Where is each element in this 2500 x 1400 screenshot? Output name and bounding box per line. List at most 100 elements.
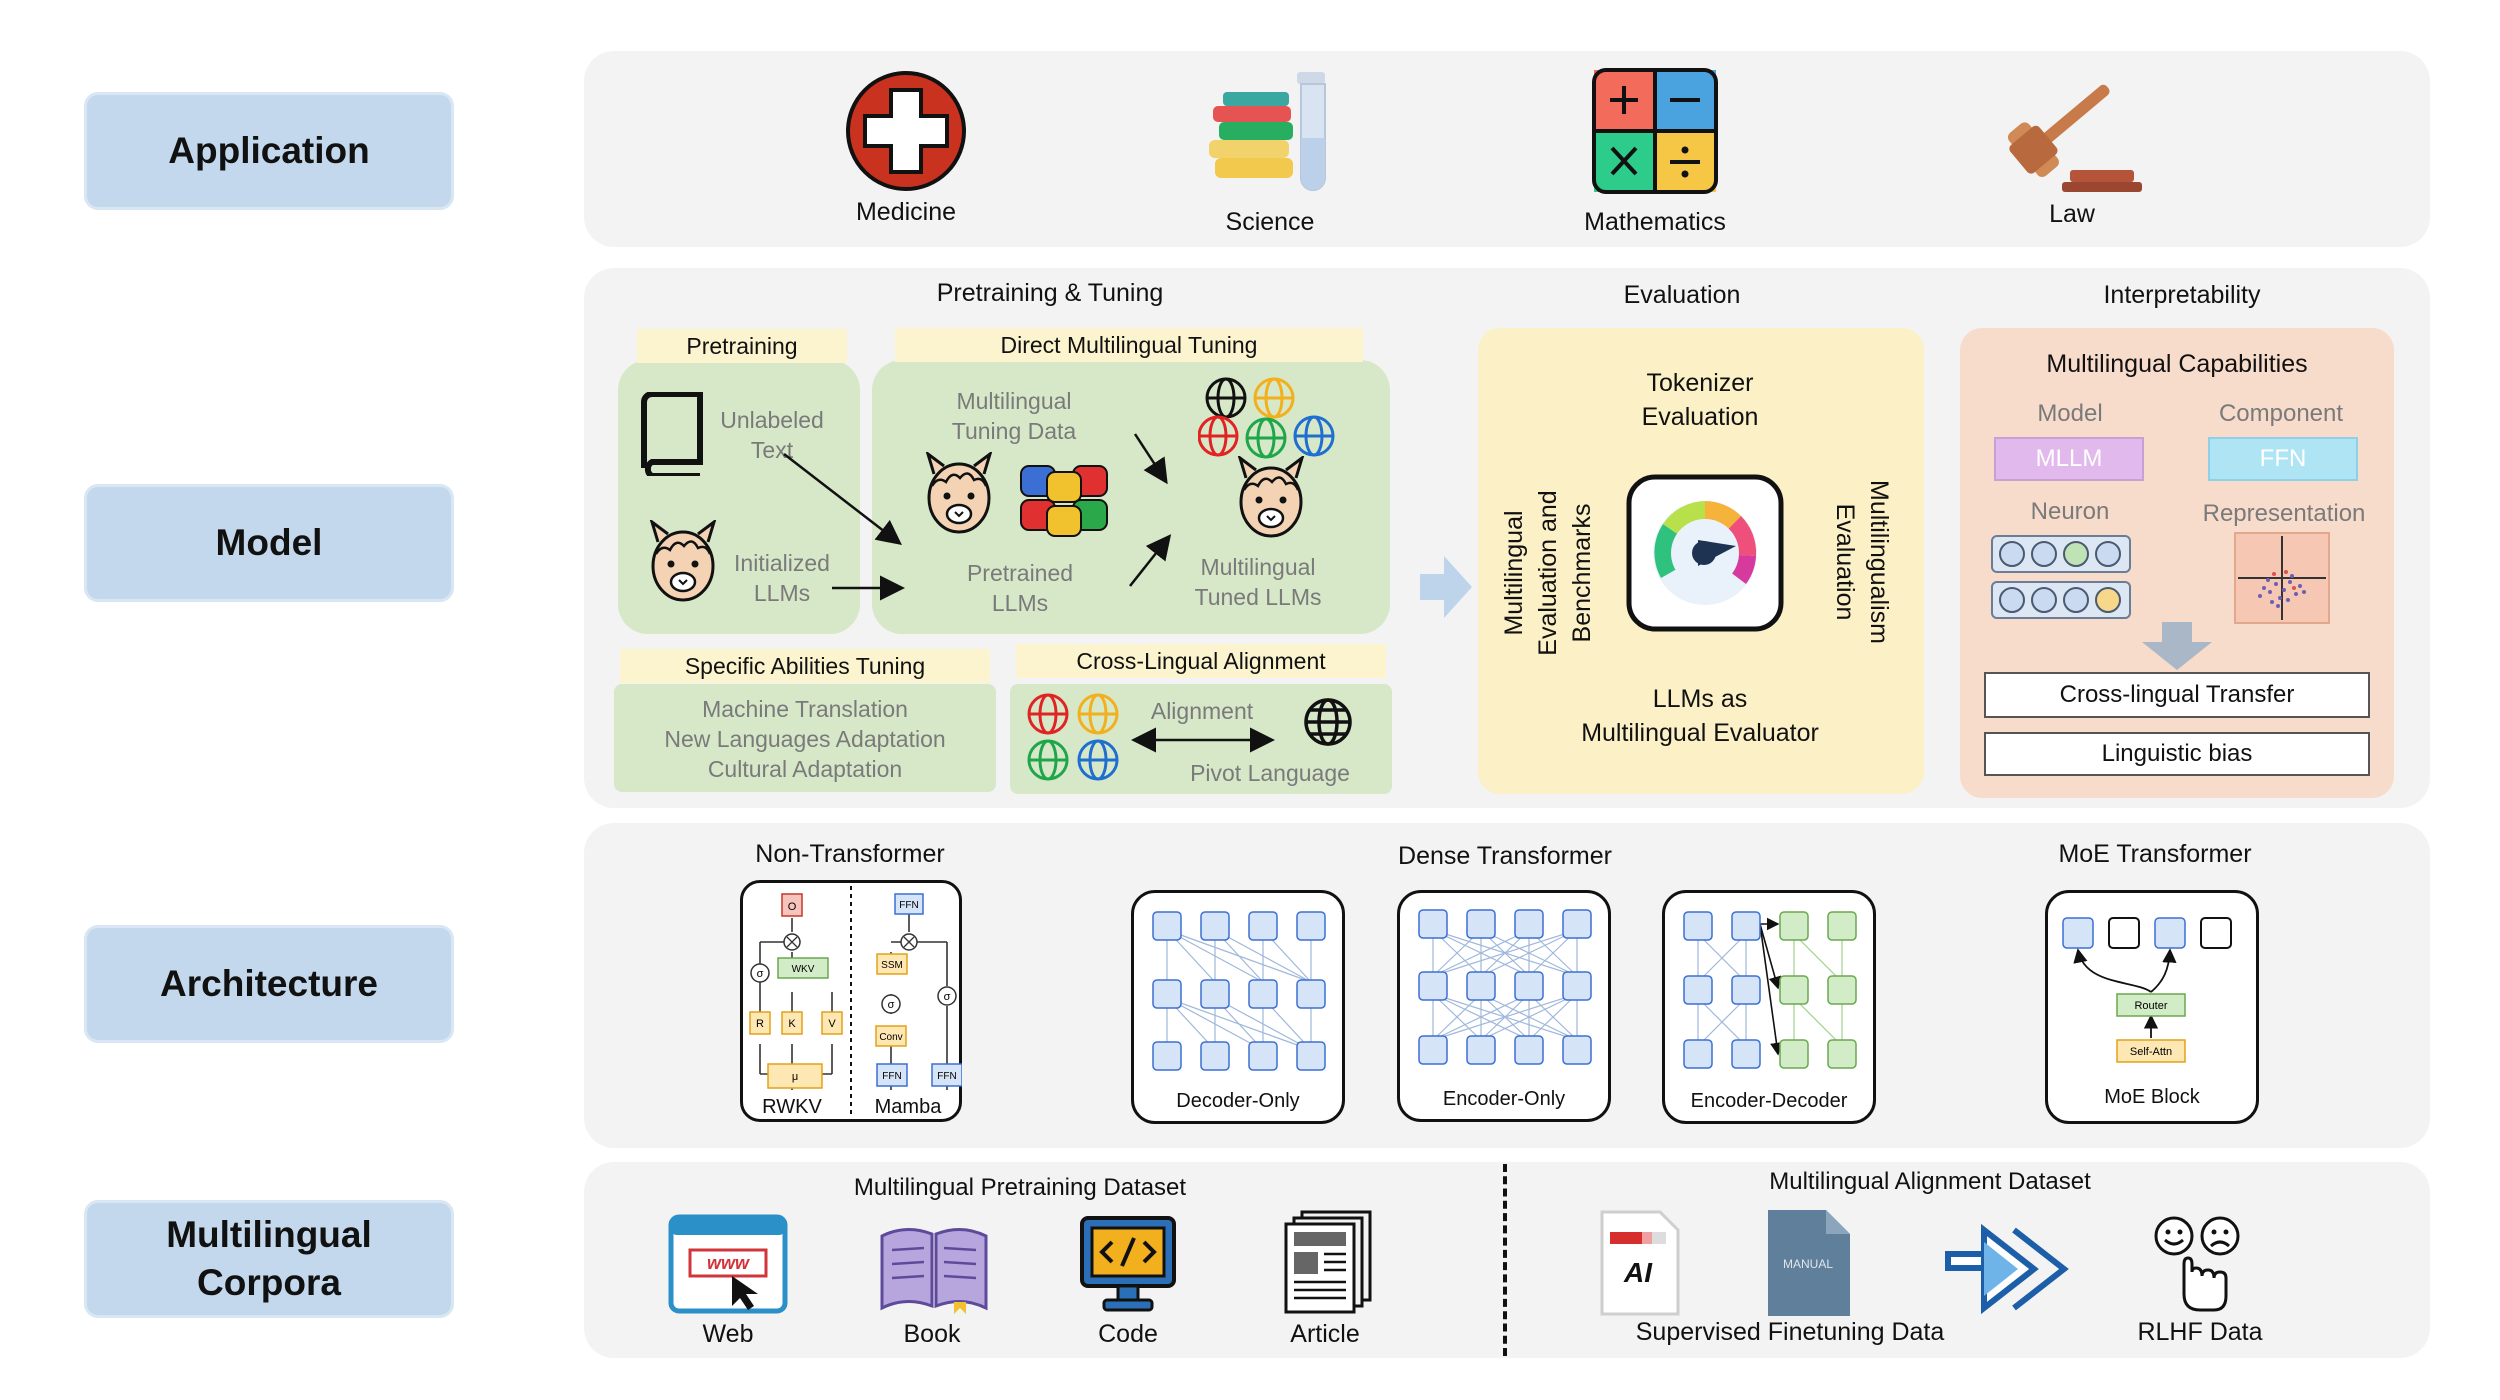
svg-text:FFN: FFN [937,1071,956,1082]
svg-text:K: K [788,1018,796,1030]
down-arrow-icon [2142,622,2212,675]
forward-arrows-icon [1944,1223,2094,1319]
divider [1503,1164,1507,1356]
encoder-decoder-label: Encoder-Decoder [1690,1090,1848,1112]
rwkv-label: RWKV [762,1096,822,1118]
mathematics-label: Mathematics [1584,208,1726,236]
encoder-only-label: Encoder-Only [1442,1088,1566,1110]
dense-transformer-title: Dense Transformer [1398,842,1612,870]
linguistic-bias-box: Linguistic bias [1984,732,2370,776]
cross-lingual-tab: Cross-Lingual Alignment [1016,644,1386,678]
sft-data-label: Supervised Finetuning Data [1635,1318,1945,1346]
alignment-label: Alignment [1150,698,1254,724]
svg-text:μ: μ [792,1071,798,1083]
gavel-icon [2000,70,2150,201]
representation-icon [2234,532,2330,629]
gauge-icon [1626,474,1784,637]
svg-text:σ: σ [944,991,951,1003]
neuron-label: Neuron [2030,498,2110,525]
mamba-label: Mamba [874,1096,942,1118]
evaluation-title: Evaluation [1623,281,1741,309]
open-book-icon [876,1218,992,1319]
flow-arrow-icon [1420,556,1472,623]
book-label: Book [903,1320,961,1348]
row-label-application: Application [84,92,454,210]
svg-text:Router: Router [2134,1000,2167,1012]
rwkv-mamba-diagram: O WKV σ R K V μ FFN SSM σ Conv σ FFN FFN [749,886,962,1116]
multilingual-capabilities-label: Multilingual Capabilities [2046,350,2308,378]
non-transformer-title: Non-Transformer [755,840,945,868]
model-label: Model [2037,400,2103,427]
book-icon [636,391,706,481]
cross-lingual-transfer-box: Cross-lingual Transfer [1984,672,2370,718]
svg-text:σ: σ [757,968,764,980]
pretraining-tab: Pretraining [637,329,847,363]
mathematics-icon [1592,68,1718,199]
ai-document-icon: AI [1598,1208,1682,1323]
svg-text:O: O [788,901,797,913]
representation-label: Representation [2202,500,2366,527]
code-label: Code [1098,1320,1158,1348]
svg-text:AI: AI [1623,1257,1653,1288]
row-label-model: Model [84,484,454,602]
globes-cluster-icon [1197,376,1338,465]
llama-icon [644,518,722,615]
newspaper-icon [1284,1210,1374,1319]
ffn-badge: FFN [2208,437,2358,481]
moe-block-label: MoE Block [2104,1086,2200,1108]
svg-text:FFN: FFN [882,1071,901,1082]
globes-grid-icon [1026,692,1122,789]
manual-document-icon: MANUAL [1766,1208,1852,1323]
medicine-label: Medicine [855,198,957,226]
web-label: Web [702,1320,754,1348]
svg-text:σ: σ [888,999,895,1011]
svg-text:MANUAL: MANUAL [1783,1257,1833,1271]
pretraining-tuning-title: Pretraining & Tuning [936,279,1164,307]
llama-icon [1232,454,1310,551]
decoder-only-diagram [1152,911,1326,1071]
svg-text:R: R [756,1018,764,1030]
feedback-faces-icon [2148,1214,2248,1319]
llama-icon [920,450,998,547]
specific-abilities-list: Machine Translation New Languages Adapta… [664,696,946,782]
svg-text:SSM: SSM [881,960,903,971]
svg-text:Self-Attn: Self-Attn [2130,1046,2172,1058]
database-stack-icon [1015,460,1115,545]
encoder-decoder-diagram [1683,911,1857,1069]
specific-abilities-block [614,684,996,792]
mllm-badge: MLLM [1994,437,2144,481]
neuron-icon [1990,534,2132,625]
row-label-architecture: Architecture [84,925,454,1043]
rlhf-data-label: RLHF Data [2137,1318,2263,1346]
moe-transformer-title: MoE Transformer [2058,840,2252,868]
article-label: Article [1290,1320,1360,1348]
component-label: Component [2218,400,2344,427]
specific-abilities-tab: Specific Abilities Tuning [620,649,990,683]
code-monitor-icon [1078,1214,1178,1319]
moe-diagram: Router Self-Attn [2062,917,2232,1063]
books-flask-icon [1205,68,1335,203]
direct-tuning-tab: Direct Multilingual Tuning [895,328,1363,362]
pivot-language-label: Pivot Language [1190,760,1350,786]
interpretability-title: Interpretability [2103,281,2261,309]
medicine-icon [843,68,969,199]
law-label: Law [2049,200,2095,228]
alignment-dataset-title: Multilingual Alignment Dataset [1769,1168,2091,1195]
svg-text:WKV: WKV [792,964,815,975]
svg-text:www: www [707,1253,750,1273]
globe-icon [1302,696,1354,753]
science-label: Science [1225,208,1315,236]
svg-text:FFN: FFN [899,900,918,911]
web-browser-icon: www [668,1214,788,1319]
encoder-only-diagram [1418,909,1592,1065]
